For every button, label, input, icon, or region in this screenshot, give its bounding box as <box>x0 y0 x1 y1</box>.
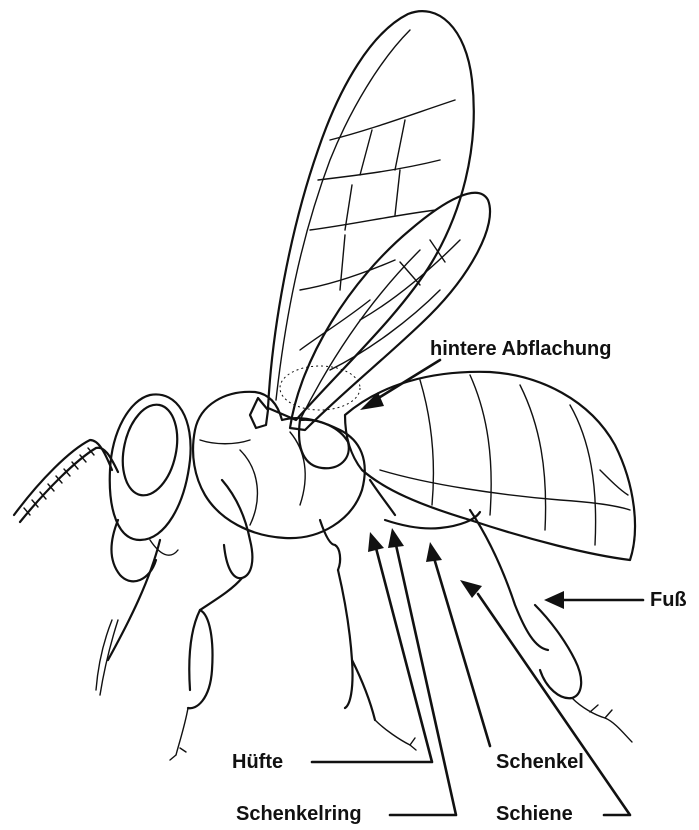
label-fuss: Fuß <box>650 589 687 611</box>
leader-hintere-abflachung <box>372 360 440 402</box>
label-schenkel: Schenkel <box>496 751 584 773</box>
label-schiene: Schiene <box>496 803 573 825</box>
middle-leg <box>320 520 416 750</box>
leader-huefte <box>312 548 432 762</box>
arrowhead-fuss <box>544 591 564 609</box>
front-leg <box>170 480 252 760</box>
label-hintere-abflachung: hintere Abflachung <box>430 338 611 360</box>
abdomen <box>345 372 635 560</box>
arrowhead-schenkelring <box>388 528 404 548</box>
thorax <box>193 392 365 538</box>
hind-leg <box>370 480 632 742</box>
antenna <box>14 440 118 522</box>
head <box>108 394 191 660</box>
label-huefte: Hüfte <box>232 751 283 773</box>
mouthparts <box>96 620 118 695</box>
arrowhead-schenkel <box>426 542 442 562</box>
arrowhead-huefte <box>368 532 384 552</box>
label-schenkelring: Schenkelring <box>236 803 362 825</box>
leader-schenkelring <box>390 545 456 815</box>
